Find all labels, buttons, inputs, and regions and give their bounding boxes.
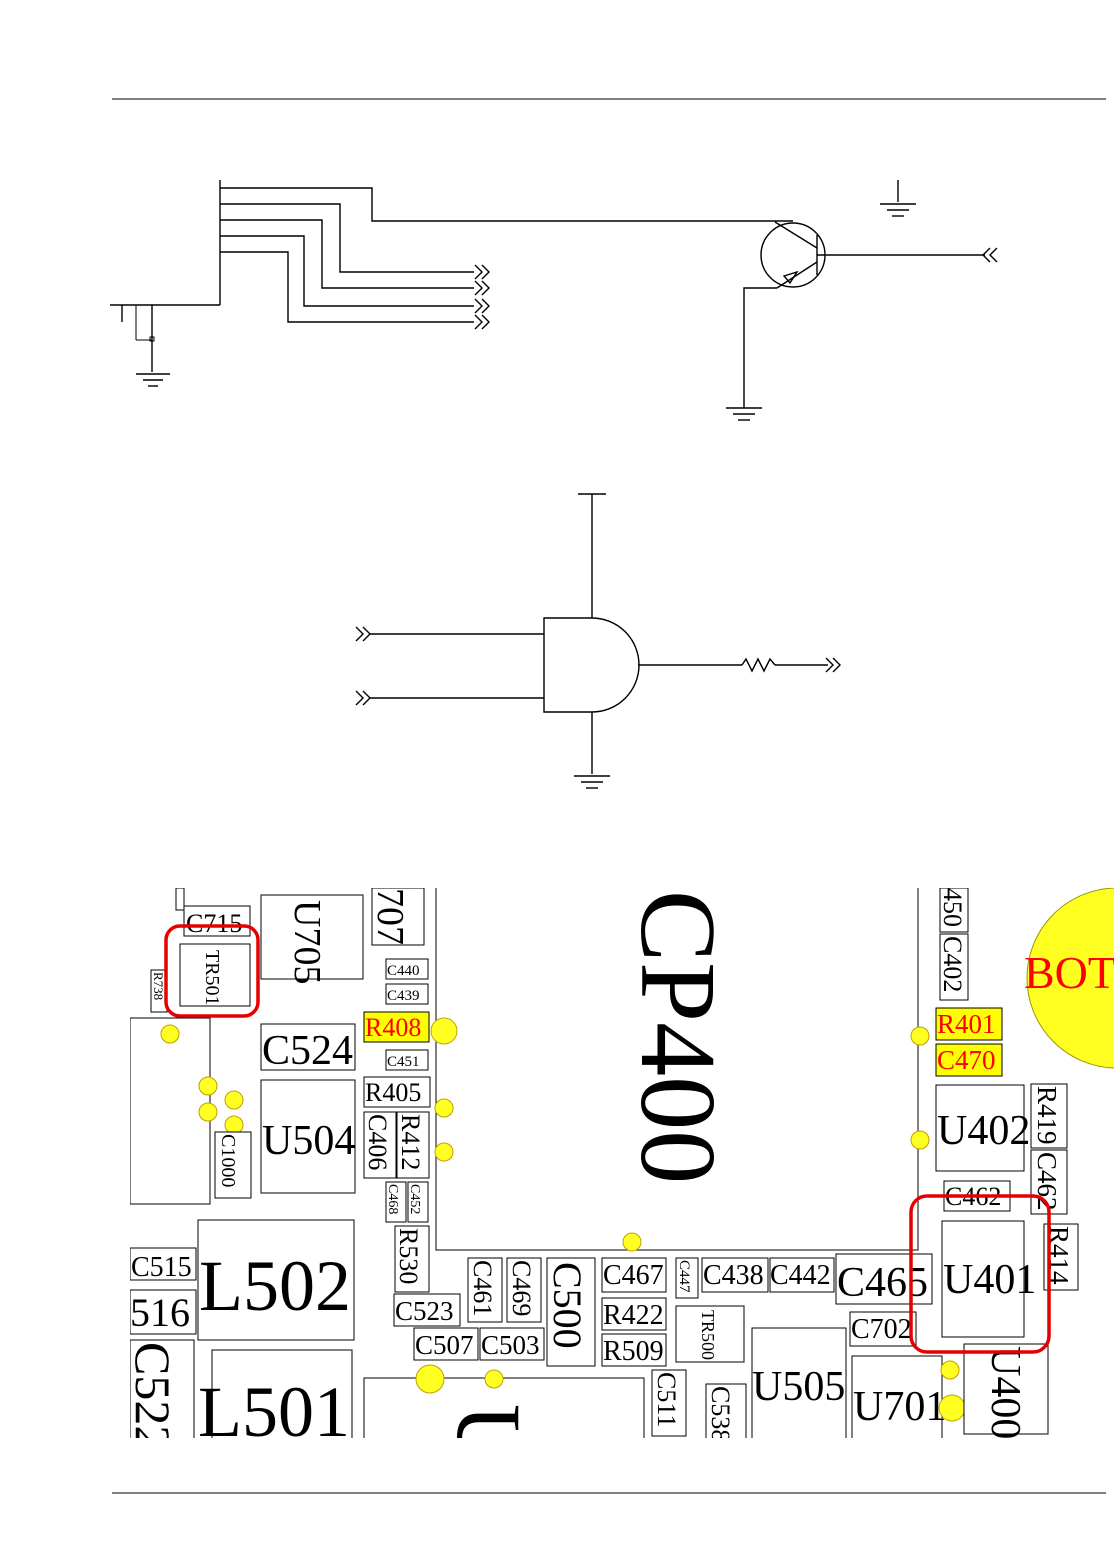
highlight-marker-u401 <box>909 1194 1051 1354</box>
component-label: U504 <box>262 1118 355 1164</box>
component-label: C538 <box>706 1386 735 1442</box>
component-label: C715 <box>186 909 242 938</box>
component-label: C702 <box>851 1314 912 1345</box>
component-label: 707 <box>369 888 411 945</box>
component-label: C462 <box>1032 1152 1062 1211</box>
component-label: C500 <box>545 1262 590 1349</box>
component-label: U400 <box>982 1346 1028 1439</box>
side-label: BOT <box>1024 947 1114 998</box>
component-label: C468 <box>385 1184 400 1214</box>
component-label: TR501 <box>201 950 223 1006</box>
bot-marker-circle <box>1026 888 1114 1069</box>
component-label: C1000 <box>217 1134 239 1187</box>
component-label: U705 <box>286 900 328 984</box>
component-label: TR500 <box>698 1310 718 1360</box>
component-label: U505 <box>752 1364 845 1410</box>
component-label: U701 <box>853 1384 946 1430</box>
transistor-symbol <box>743 220 998 408</box>
and-gate-icon <box>543 617 640 713</box>
component-label: C467 <box>603 1260 664 1291</box>
highlight-marker-tr501 <box>164 924 260 1018</box>
ground-symbol <box>726 407 762 421</box>
component-label: U <box>438 1404 540 1470</box>
component-label: R405 <box>365 1078 421 1107</box>
component-label: C522 <box>125 1342 181 1450</box>
component-label: R509 <box>603 1336 664 1367</box>
component-label: R412 <box>396 1114 425 1170</box>
component-label: C439 <box>387 988 420 1004</box>
component-label: C469 <box>507 1260 536 1316</box>
component-label: 450 <box>938 888 967 927</box>
component-label: R419 <box>1032 1086 1062 1145</box>
board-label: CP400 <box>618 890 737 1184</box>
component-label: C465 <box>837 1260 928 1306</box>
schematic-and-gate <box>355 493 841 789</box>
component-label: U402 <box>937 1108 1030 1154</box>
component-label: C438 <box>703 1260 764 1291</box>
component-label: C447 <box>676 1260 692 1293</box>
component-label: L501 <box>198 1372 350 1452</box>
component-label: C406 <box>363 1114 392 1170</box>
component-label: U401 <box>943 1257 1036 1303</box>
component-label: C452 <box>407 1184 422 1214</box>
component-label: C442 <box>770 1260 831 1291</box>
pcb-layout: BOT CP400 C715 TR501 R738 U705 707 C440 … <box>125 888 1114 1470</box>
component-label: 516 <box>130 1290 190 1335</box>
component-label: C524 <box>262 1028 353 1074</box>
component-label: C461 <box>468 1260 497 1316</box>
component-label: R530 <box>394 1228 423 1284</box>
component-label: C515 <box>131 1252 192 1283</box>
component-label: R401 <box>937 1009 996 1039</box>
component-label: L502 <box>199 1246 351 1326</box>
resistor-icon <box>741 657 776 673</box>
net-arrow-icons <box>474 264 490 330</box>
schematic-transistor-circuit <box>110 180 998 421</box>
ground-symbol <box>136 373 170 387</box>
component-label: R422 <box>603 1300 664 1331</box>
component-label: C511 <box>652 1372 681 1427</box>
component-label: C470 <box>937 1045 996 1075</box>
component-label: R408 <box>365 1013 421 1042</box>
component-label: C440 <box>387 963 420 979</box>
component-label: C523 <box>395 1296 454 1326</box>
component-label: C507 <box>415 1330 474 1360</box>
component-label: R738 <box>151 972 166 1000</box>
component-label: C451 <box>387 1054 420 1070</box>
component-label: C503 <box>481 1330 540 1360</box>
component-label: C402 <box>938 936 967 992</box>
ground-symbol <box>880 180 916 217</box>
